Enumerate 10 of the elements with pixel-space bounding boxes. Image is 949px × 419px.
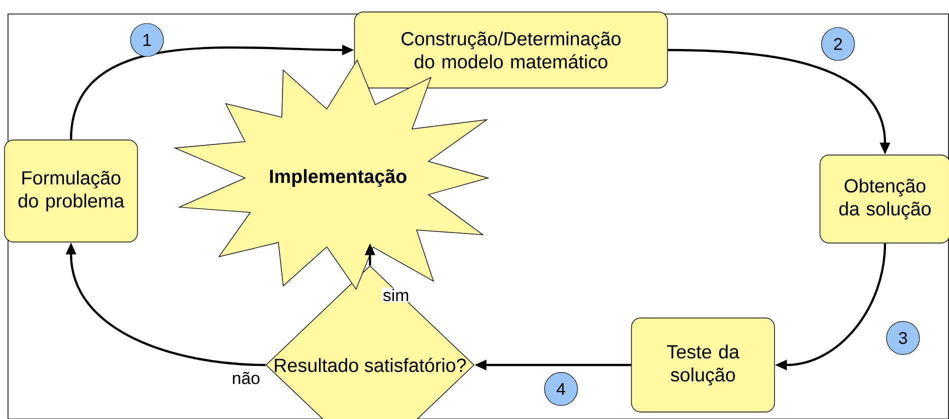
callout-number: 1 [130, 23, 164, 57]
callout-number: 4 [544, 372, 578, 406]
process-box: Construção/Determinação do modelo matemático [354, 12, 668, 88]
process-box: Teste da solução [631, 318, 775, 412]
edge-label: sim [382, 288, 410, 302]
callout-number: 3 [886, 321, 920, 355]
callout-number: 2 [821, 27, 855, 61]
edge-label: não [230, 370, 262, 386]
process-box: Formulação do problema [4, 140, 138, 242]
process-box: Obtenção da solução [820, 154, 949, 244]
